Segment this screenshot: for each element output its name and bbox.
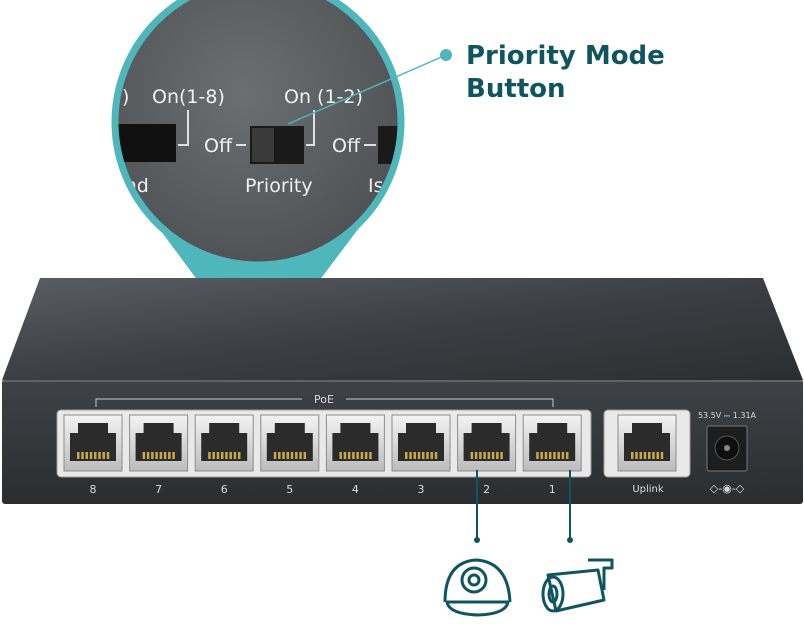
dome-camera-icon — [443, 558, 512, 617]
rj45-port-6[interactable] — [194, 414, 254, 472]
bullet-camera-icon — [541, 558, 614, 613]
extend-mode-switch[interactable] — [118, 124, 176, 162]
power-polarity-symbol: ◇-◉-◇ — [710, 482, 745, 495]
port-number-label: 8 — [90, 483, 97, 496]
callout-title: Priority Mode Button — [466, 40, 766, 106]
poe-label: PoE — [314, 393, 334, 406]
port-number-label: 7 — [155, 483, 162, 496]
port-number-label: 6 — [221, 483, 228, 496]
port-number-label: 5 — [286, 483, 293, 496]
rj45-port-2[interactable] — [457, 414, 517, 472]
port-number-label: 3 — [418, 483, 425, 496]
label-on-1-8: On(1-8) — [152, 86, 225, 108]
port-group — [63, 414, 677, 472]
rj45-port-5[interactable] — [260, 414, 320, 472]
uplink-label: Uplink — [632, 484, 664, 495]
label-off-isolation: Off — [332, 135, 361, 157]
rj45-port-3[interactable] — [391, 414, 451, 472]
switch-top-cover — [2, 278, 803, 380]
rj45-port-uplink[interactable] — [617, 414, 677, 472]
label-priority: Priority — [245, 175, 313, 197]
power-jack — [706, 425, 748, 472]
rj45-port-1[interactable] — [522, 414, 582, 472]
label-on-1-2: On (1-2) — [284, 86, 363, 108]
rj45-port-8[interactable] — [63, 414, 123, 472]
camera-connections — [474, 470, 573, 543]
label-partial-left: ) — [122, 86, 129, 108]
poe-bracket — [95, 398, 554, 407]
label-off-priority: Off — [204, 135, 233, 157]
rj45-port-4[interactable] — [325, 414, 385, 472]
power-spec: 53.5V ⎓ 1.31A — [698, 411, 757, 420]
port-labels: 8 7 6 5 4 3 2 1 — [90, 483, 556, 496]
callout-title-line2: Button — [466, 74, 566, 104]
port-number-label: 2 — [483, 483, 490, 496]
zoom-magnifier: ) On(1-8) On (1-2) Off Off end Priority … — [111, 0, 405, 269]
callout-leader — [287, 49, 452, 125]
rj45-port-7[interactable] — [129, 414, 189, 472]
port-number-label: 4 — [352, 483, 359, 496]
callout-title-line1: Priority Mode — [466, 41, 665, 71]
port-number-label: 1 — [549, 483, 556, 496]
